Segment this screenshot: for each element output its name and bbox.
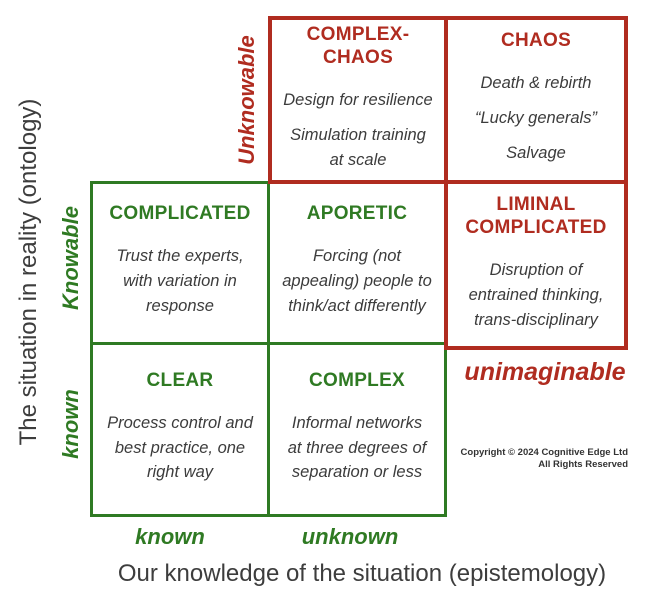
cell-complex-chaos: COMPLEX- CHAOS Design for resilience Sim… <box>272 20 448 180</box>
col-label-known: known <box>135 524 205 549</box>
cell-chaos-text-1: Death & rebirth <box>480 74 592 93</box>
col-label-unknown: unknown <box>301 524 399 549</box>
cell-chaos-text-2: “Lucky generals” <box>475 109 597 128</box>
cell-liminal-complicated: LIMINAL COMPLICATED Disruption of entrai… <box>444 180 628 350</box>
copyright-notice: Copyright © 2024 Cognitive Edge Ltd All … <box>461 447 628 472</box>
cell-complex-title: COMPLEX <box>308 369 406 391</box>
cell-complicated: COMPLICATED Trust the experts, with vari… <box>93 184 270 345</box>
cell-liminal-complicated-text: Disruption of entrained thinking, trans-… <box>468 261 604 329</box>
cell-liminal-complicated-title: LIMINAL COMPLICATED <box>465 193 607 238</box>
cell-chaos: CHAOS Death & rebirth “Lucky generals” S… <box>448 20 624 180</box>
cell-chaos-text-3: Salvage <box>506 143 566 162</box>
cell-complex-chaos-text-1: Design for resilience <box>283 91 433 110</box>
col-label-unimaginable: unimaginable <box>464 358 626 386</box>
cell-aporetic-title: APORETIC <box>306 203 408 225</box>
cell-clear-text: Process control and best practice, one r… <box>107 413 253 482</box>
row-label-unknowable: Unknowable <box>234 35 259 165</box>
row-label-known: known <box>58 389 83 459</box>
cell-complex: COMPLEX Informal networks at three degre… <box>270 345 444 514</box>
y-axis-label: The situation in reality (ontology) <box>15 98 42 446</box>
cell-complex-chaos-title: COMPLEX- CHAOS <box>306 23 410 68</box>
cell-complex-chaos-text-2: Simulation training at scale <box>290 125 426 169</box>
cell-clear-title: CLEAR <box>146 369 214 391</box>
cell-chaos-title: CHAOS <box>500 30 572 52</box>
cell-clear: CLEAR Process control and best practice,… <box>93 345 270 514</box>
green-quadrant-box: COMPLICATED Trust the experts, with vari… <box>90 181 447 517</box>
row-label-knowable: Knowable <box>58 206 83 310</box>
cell-complex-text: Informal networks at three degrees of se… <box>287 413 427 482</box>
cell-aporetic: APORETIC Forcing (not appealing) people … <box>270 184 444 345</box>
cell-complicated-text: Trust the experts, with variation in res… <box>116 247 244 315</box>
copyright-line-1: Copyright © 2024 Cognitive Edge Ltd <box>460 447 628 458</box>
copyright-line-2: All Rights Reserved <box>538 459 628 471</box>
x-axis-label: Our knowledge of the situation (epistemo… <box>117 560 607 587</box>
red-top-band: COMPLEX- CHAOS Design for resilience Sim… <box>268 16 628 184</box>
cell-complicated-title: COMPLICATED <box>109 203 251 225</box>
cell-aporetic-text: Forcing (not appealing) people to think/… <box>282 247 432 315</box>
